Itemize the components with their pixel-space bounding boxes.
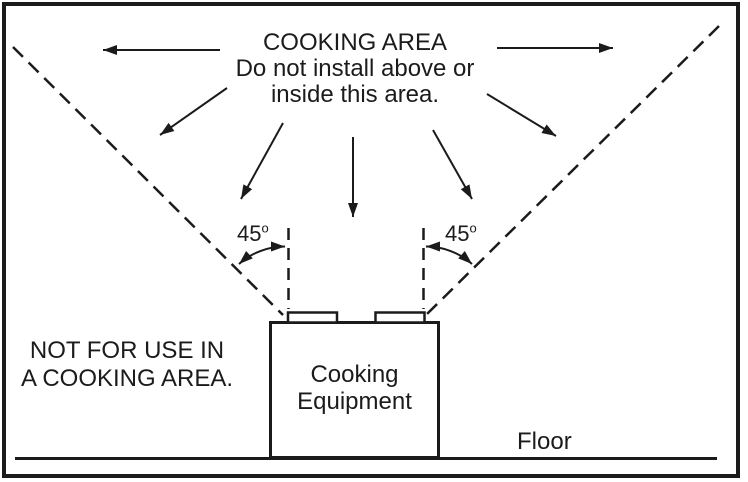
angle-arc-arrow-left <box>238 241 286 265</box>
spread-arrow-down-left-steep-icon <box>240 122 284 200</box>
boundary-dashed-line-right <box>426 25 720 315</box>
cooking-area-warning-line2: Do not install above or <box>235 55 475 82</box>
angle-right-degree-symbol: o <box>469 220 477 236</box>
not-for-use-line1: NOT FOR USE IN <box>29 337 225 364</box>
spread-arrow-down-left-icon <box>159 87 228 136</box>
cooking-area-title: COOKING AREA <box>262 29 448 56</box>
floor-label: Floor <box>517 428 572 455</box>
angle-arc-arrow-right <box>425 241 473 265</box>
cooking-area-warning-text: COOKING AREA Do not install above or ins… <box>195 30 515 108</box>
cooking-equipment-box <box>269 321 440 459</box>
burner-left <box>286 311 339 324</box>
cooking-area-warning-line3: inside this area. <box>270 81 440 108</box>
burner-right <box>374 311 426 324</box>
not-for-use-line2: A COOKING AREA. <box>20 365 234 392</box>
angle-label-left: 45o <box>237 222 269 246</box>
spread-arrow-down-right-icon <box>486 93 557 137</box>
angle-right-value: 45 <box>445 221 470 246</box>
angle-left-value: 45 <box>237 221 262 246</box>
angle-left-degree-symbol: o <box>261 220 269 236</box>
spread-arrow-down-right-steep-icon <box>432 129 473 200</box>
cooking-equipment-label: Cooking Equipment <box>270 361 439 415</box>
diagram-border <box>2 2 740 478</box>
cooking-equipment-line1: Cooking <box>310 361 399 388</box>
angle-label-right: 45o <box>445 222 477 246</box>
boundary-dashed-line-left <box>12 46 284 316</box>
not-for-use-note: NOT FOR USE IN A COOKING AREA. <box>17 337 237 393</box>
cooking-equipment-line2: Equipment <box>297 388 412 415</box>
